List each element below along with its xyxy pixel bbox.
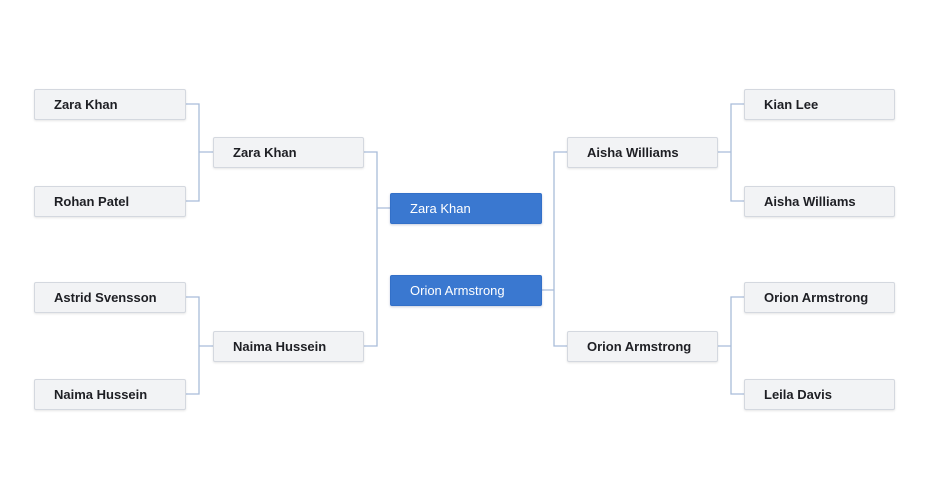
right-round1-match-3[interactable]: Orion Armstrong xyxy=(744,282,895,313)
left-semifinal-1[interactable]: Zara Khan xyxy=(213,137,364,168)
final-left[interactable]: Zara Khan xyxy=(390,193,542,224)
right-round1-match-2[interactable]: Aisha Williams xyxy=(744,186,895,217)
left-round1-match-3[interactable]: Astrid Svensson xyxy=(34,282,186,313)
connector-right-semi xyxy=(542,151,567,347)
right-round1-match-1[interactable]: Kian Lee xyxy=(744,89,895,120)
left-round1-match-1[interactable]: Zara Khan xyxy=(34,89,186,120)
connector-left-semi xyxy=(364,151,390,347)
left-round1-match-4[interactable]: Naima Hussein xyxy=(34,379,186,410)
right-round1-match-4[interactable]: Leila Davis xyxy=(744,379,895,410)
left-semifinal-2[interactable]: Naima Hussein xyxy=(213,331,364,362)
connector-right-r1-bottom xyxy=(718,296,744,395)
final-right[interactable]: Orion Armstrong xyxy=(390,275,542,306)
right-semifinal-1[interactable]: Aisha Williams xyxy=(567,137,718,168)
left-round1-match-2[interactable]: Rohan Patel xyxy=(34,186,186,217)
connector-right-r1-top xyxy=(718,103,744,202)
connector-left-r1-bottom xyxy=(186,296,213,395)
connector-left-r1-top xyxy=(186,103,213,202)
right-semifinal-2[interactable]: Orion Armstrong xyxy=(567,331,718,362)
